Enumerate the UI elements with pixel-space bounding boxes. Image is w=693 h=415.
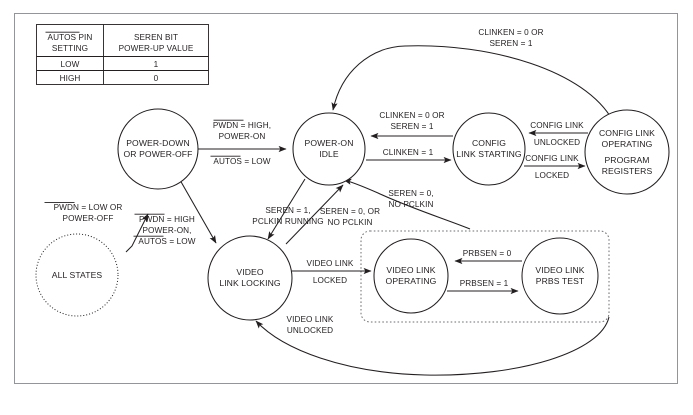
edge-starting-to-configop-label-1: CONFIG LINK: [525, 154, 579, 163]
edge-configop-to-idle-label-1: CLINKEN = 0 OR: [478, 28, 543, 37]
edge-powerdown-to-idle-label-3: AUTOS = LOW: [213, 157, 270, 166]
edge-powerdown-to-video: [179, 179, 217, 244]
edge-video-to-idle-label-2: NO PCLKIN: [327, 218, 372, 227]
state-config-link-starting-label-2: LINK STARTING: [456, 149, 522, 159]
edge-configop-to-idle-label-2: SEREN = 1: [490, 39, 533, 48]
table-cell-value-high: 0: [154, 74, 159, 83]
state-all-states[interactable]: ALL STATES: [35, 233, 119, 317]
table-cell-pin-low: LOW: [61, 60, 80, 69]
state-video-link-locking-label-2: LINK LOCKING: [219, 278, 281, 288]
edge-videobox-to-idle-label-1: SEREN = 0,: [388, 189, 433, 198]
state-config-link-operating-label-4: REGISTERS: [602, 166, 653, 176]
state-video-link-prbs-test[interactable]: VIDEO LINK PRBS TEST: [521, 237, 599, 315]
state-config-link-operating-label-2: OPERATING: [602, 139, 653, 149]
edge-configop-to-starting-label-1: CONFIG LINK: [530, 121, 584, 130]
edge-all-to-powerdown-label-1: PWDN = LOW OR: [54, 203, 123, 212]
edge-idle-to-video-label-2: PCLKIN RUNNING: [252, 217, 323, 226]
state-all-states-label: ALL STATES: [52, 270, 103, 280]
edge-all-to-powerdown-label-2: POWER-OFF: [63, 214, 114, 223]
state-video-link-locking-label-1: VIDEO: [236, 267, 263, 277]
edge-videobox-to-locking-label-1: VIDEO LINK: [287, 315, 334, 324]
state-power-on-idle[interactable]: POWER-ON IDLE: [292, 112, 366, 186]
state-power-down[interactable]: POWER-DOWN OR POWER-OFF: [117, 108, 199, 190]
edge-video-to-idle-label-1: SEREN = 0, OR: [320, 207, 380, 216]
edge-prbs-to-operating-label: PRBSEN = 0: [463, 249, 512, 258]
table-header-autos-line1: AUTOS PIN: [48, 33, 93, 42]
autos-seren-table: AUTOS PIN SETTING SEREN BIT POWER-UP VAL…: [36, 24, 209, 85]
state-video-link-prbs-test-label-1: VIDEO LINK: [535, 265, 584, 275]
state-power-on-idle-label-2: IDLE: [319, 149, 339, 159]
edge-videobox-to-idle-label-2: NO PCLKIN: [388, 200, 433, 209]
edge-starting-to-configop-label-2: LOCKED: [535, 171, 569, 180]
edge-configop-to-starting-label-2: UNLOCKED: [534, 138, 580, 147]
edge-idle-to-video: [267, 178, 306, 240]
table-cell-value-low: 1: [154, 60, 159, 69]
table-header-seren-line2: POWER-UP VALUE: [119, 44, 194, 53]
table-header-autos-line2: SETTING: [52, 44, 88, 53]
table-header-seren-line1: SEREN BIT: [134, 33, 178, 42]
state-config-link-starting-label-1: CONFIG: [472, 138, 506, 148]
edge-videobox-to-locking-label-2: UNLOCKED: [287, 326, 333, 335]
edge-all-to-powerdown: [125, 213, 149, 253]
edge-powerdown-to-video-label-1: PWDN = HIGH: [139, 215, 195, 224]
state-config-link-starting[interactable]: CONFIG LINK STARTING: [452, 112, 526, 186]
edge-configop-to-idle: [331, 45, 614, 122]
state-config-link-operating-label-1: CONFIG LINK: [599, 128, 655, 138]
state-power-on-idle-label-1: POWER-ON: [304, 138, 353, 148]
state-video-link-prbs-test-label-2: PRBS TEST: [536, 276, 585, 286]
state-video-link-locking[interactable]: VIDEO LINK LOCKING: [207, 235, 293, 321]
state-config-link-operating[interactable]: CONFIG LINK OPERATING PROGRAM REGISTERS: [584, 109, 670, 195]
edge-config-to-idle-label-2: SEREN = 1: [391, 122, 434, 131]
edge-powerdown-to-video-label-2: POWER-ON,: [142, 226, 191, 235]
edge-videobox-to-idle: [343, 178, 471, 230]
edge-powerdown-to-idle-label-1: PWDN = HIGH,: [213, 121, 271, 130]
state-power-down-label-2: OR POWER-OFF: [124, 149, 193, 159]
edge-powerdown-to-video-label-3: AUTOS = LOW: [138, 237, 195, 246]
edge-video-to-idle: [285, 184, 344, 245]
table-cell-pin-high: HIGH: [60, 74, 81, 83]
edge-powerdown-to-idle-label-2: POWER-ON: [219, 132, 266, 141]
state-video-link-operating-label-1: VIDEO LINK: [386, 265, 435, 275]
state-config-link-operating-label-3: PROGRAM: [604, 155, 649, 165]
state-power-down-label-1: POWER-DOWN: [126, 138, 190, 148]
state-video-link-operating[interactable]: VIDEO LINK OPERATING: [373, 238, 449, 314]
edge-videolocking-to-op-label-2: LOCKED: [313, 276, 347, 285]
state-video-link-operating-label-2: OPERATING: [386, 276, 437, 286]
edge-idle-to-config-label: CLINKEN = 1: [383, 148, 434, 157]
figure-border: [14, 13, 678, 384]
edge-operating-to-prbs-label: PRBSEN = 1: [460, 279, 509, 288]
edge-config-to-idle-label-1: CLINKEN = 0 OR: [379, 111, 444, 120]
edge-videolocking-to-op-label-1: VIDEO LINK: [307, 259, 354, 268]
edge-idle-to-video-label-1: SEREN = 1,: [265, 206, 310, 215]
video-link-group-box: [360, 230, 610, 323]
edge-videobox-to-locking: [255, 316, 610, 376]
